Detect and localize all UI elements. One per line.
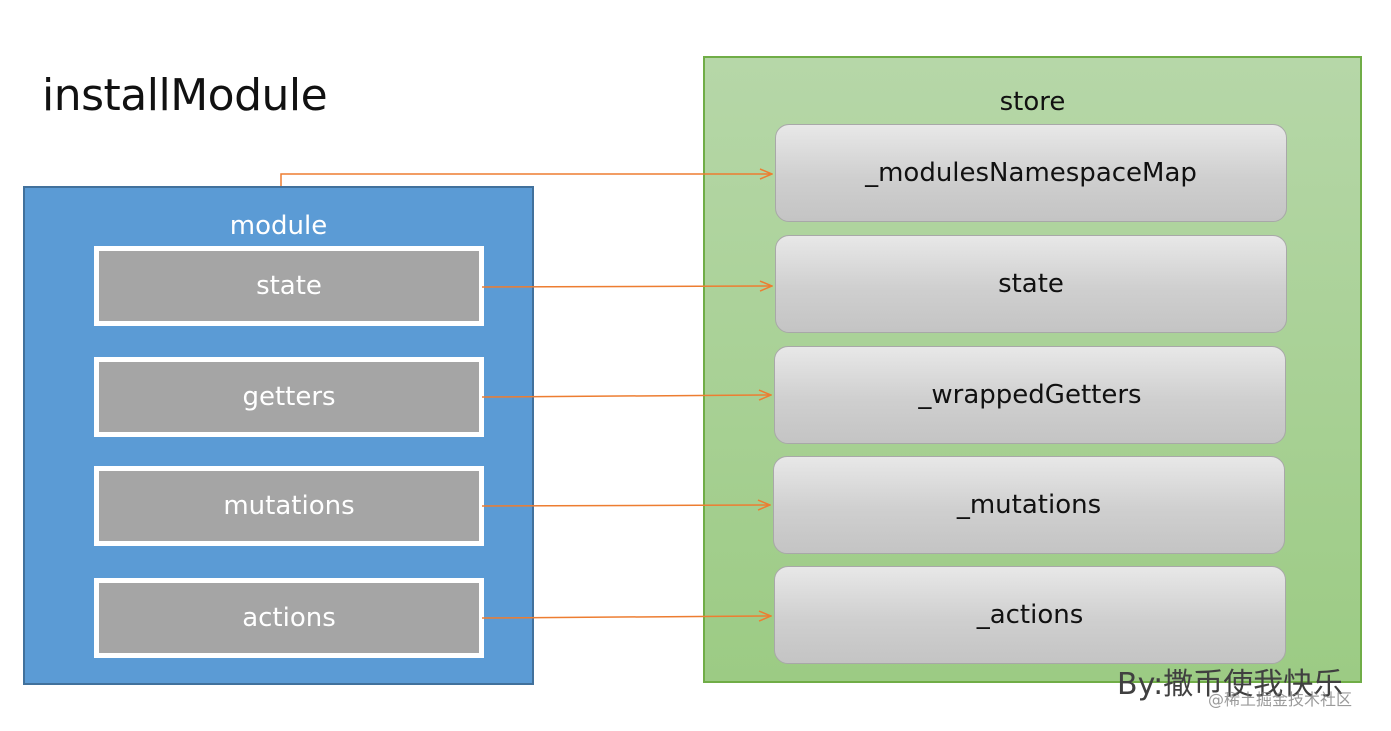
module-container: module state getters mutations actions (23, 186, 534, 685)
arrow-module-to-namespace-map (280, 174, 772, 186)
author-credit: By:撒币使我快乐 (1117, 667, 1344, 702)
module-label: module (229, 211, 328, 241)
module-item-mutations: mutations (94, 466, 484, 546)
store-container: store _modulesNamespaceMap state _wrappe… (703, 56, 1362, 683)
store-item-modules-namespace-map: _modulesNamespaceMap (775, 124, 1287, 222)
module-item-actions: actions (94, 578, 484, 658)
platform-watermark: @稀土掘金技术社区 (1208, 690, 1353, 709)
module-item-state: state (94, 246, 484, 326)
store-item-state: state (775, 235, 1287, 333)
store-item-wrapped-getters: _wrappedGetters (774, 346, 1286, 444)
arrow-state (481, 286, 772, 287)
module-item-getters: getters (94, 357, 484, 437)
arrow-getters (481, 395, 771, 397)
store-label: store (999, 87, 1066, 117)
store-item-actions: _actions (774, 566, 1286, 664)
arrow-actions (481, 616, 771, 618)
arrow-mutations (481, 505, 770, 506)
store-item-mutations: _mutations (773, 456, 1285, 554)
diagram-title: installModule (42, 70, 328, 121)
